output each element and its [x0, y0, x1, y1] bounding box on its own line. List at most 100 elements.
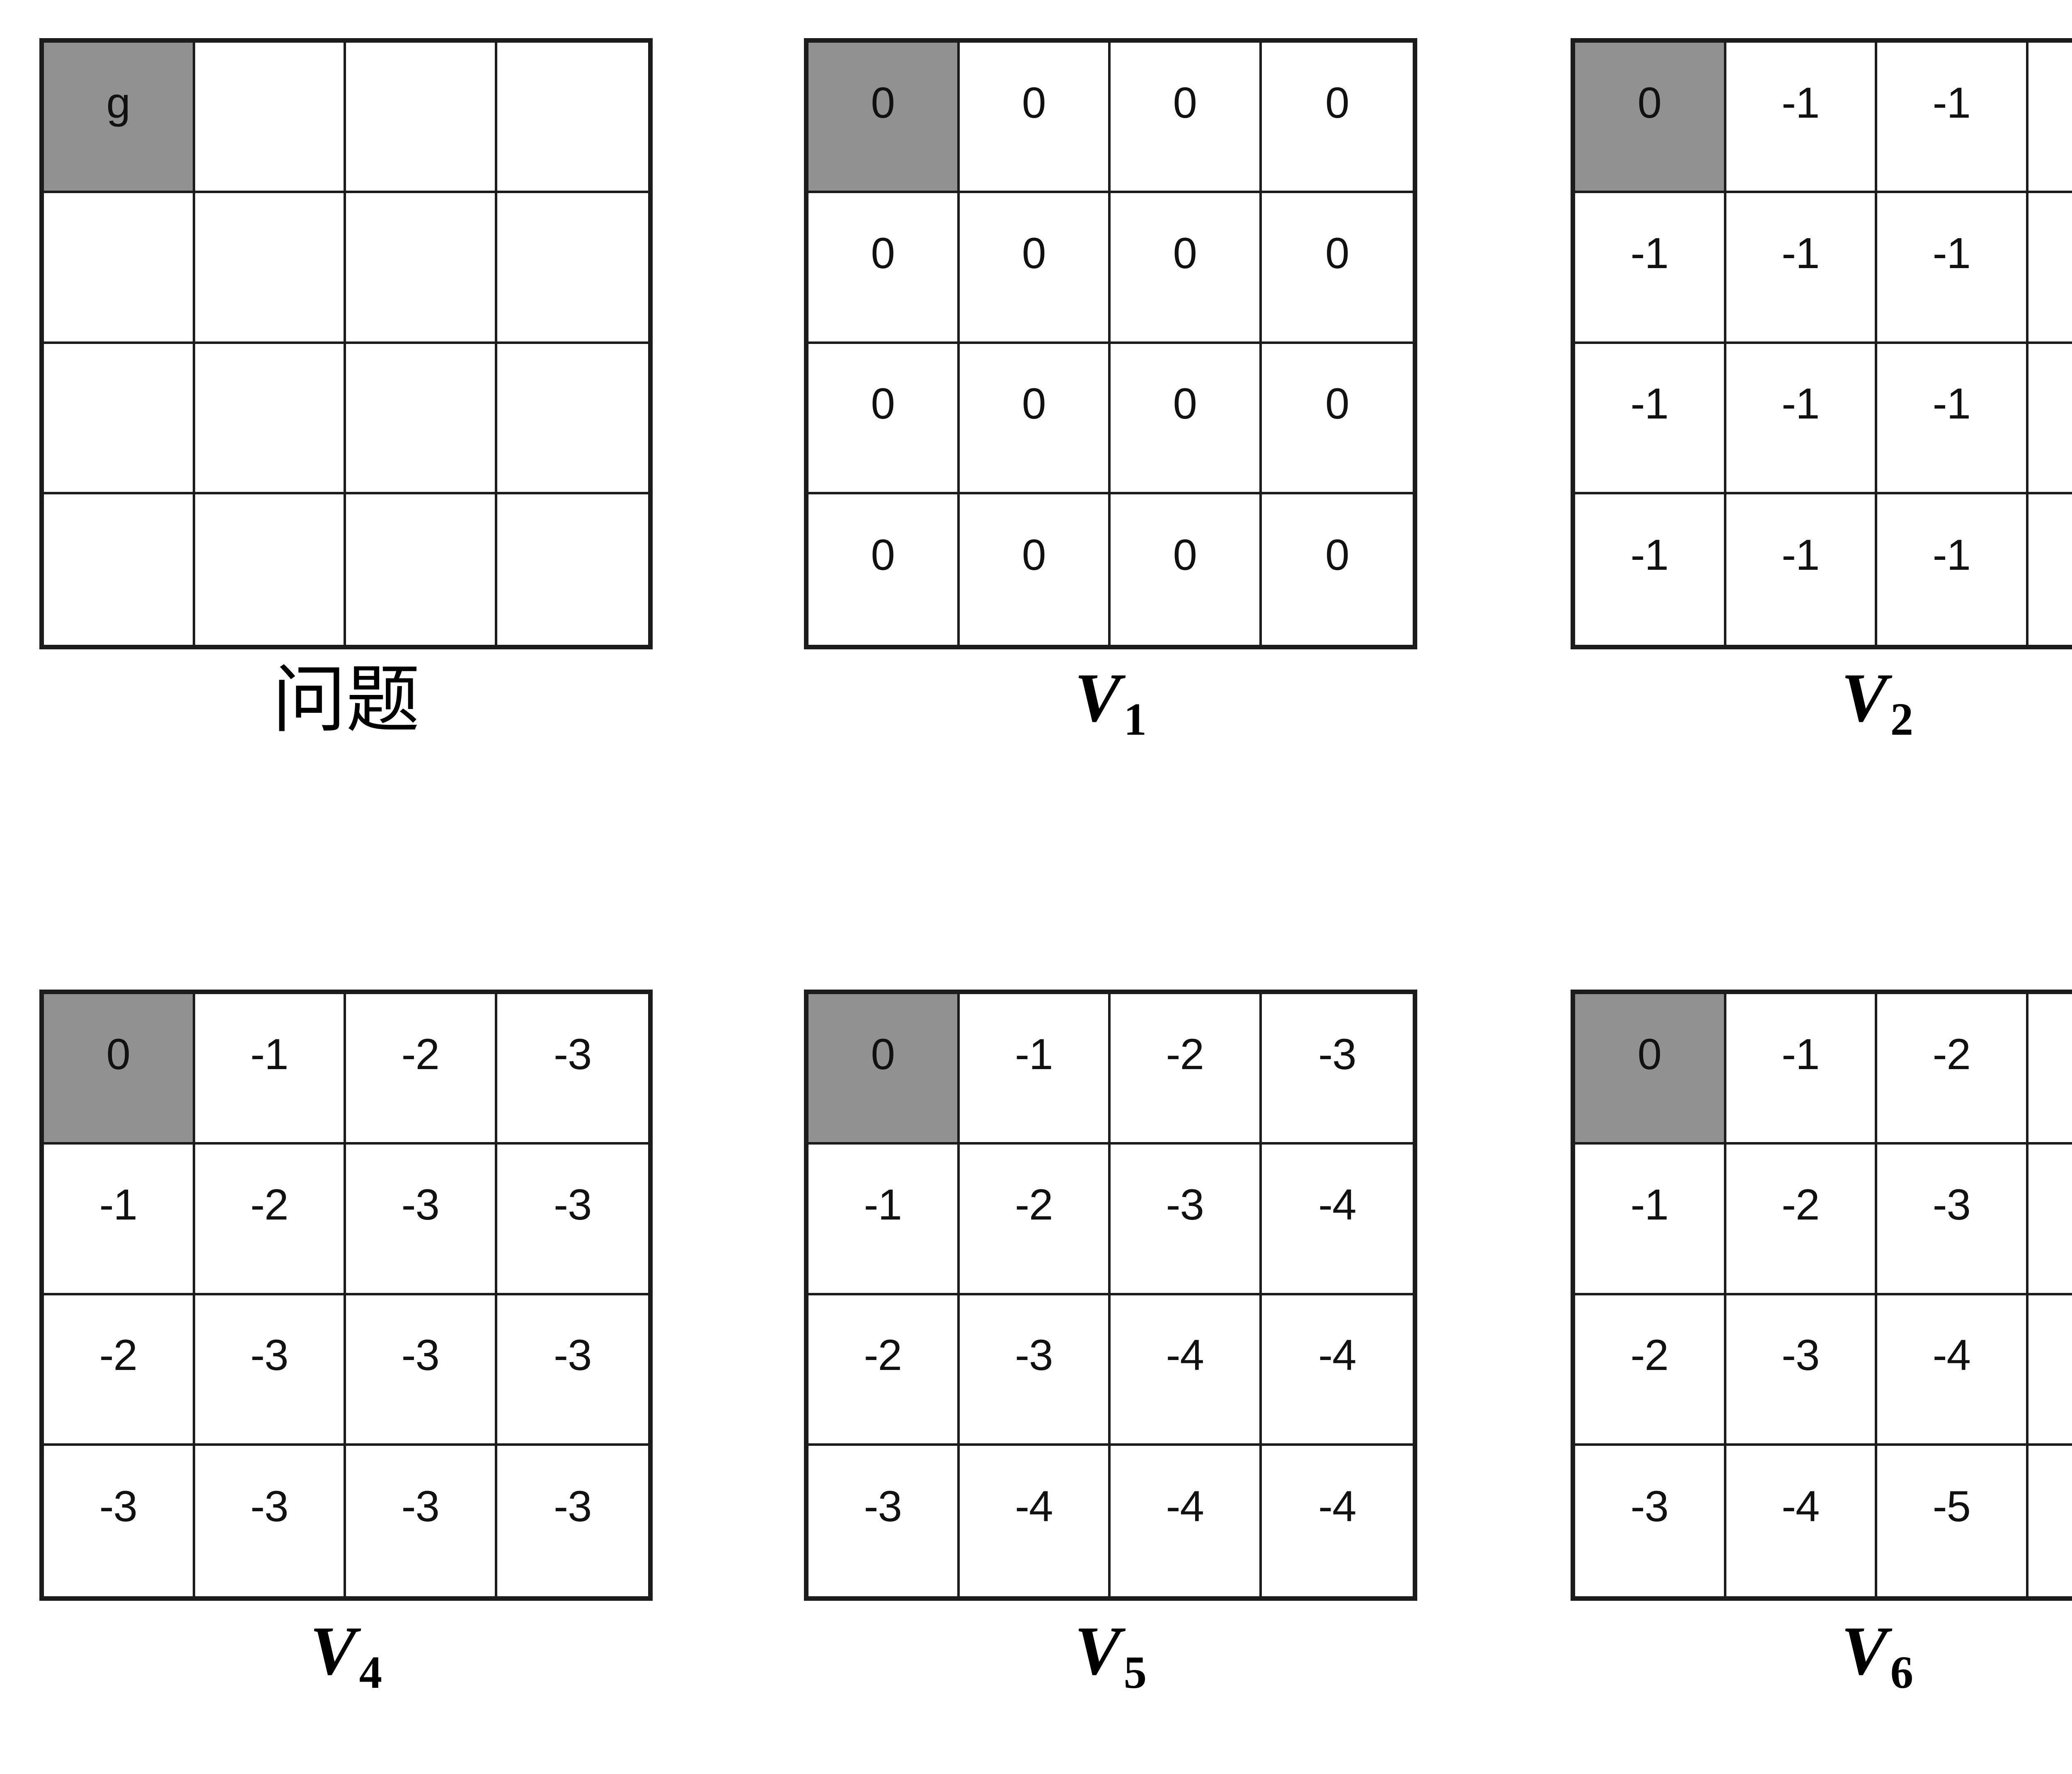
panel-label-base: V [1841, 659, 1888, 736]
grid-cell[interactable]: -4 [1111, 1445, 1262, 1596]
grid-cell[interactable]: -1 [195, 994, 346, 1145]
grid-cell[interactable]: 0 [808, 344, 960, 494]
grid-cell[interactable] [497, 43, 648, 194]
grid-cell[interactable]: -3 [1575, 1445, 1726, 1596]
cell-value: -3 [864, 1482, 902, 1531]
grid-cell[interactable]: -2 [195, 1145, 346, 1295]
grid-cell[interactable]: -4 [1111, 1295, 1262, 1446]
grid-cell[interactable]: -3 [497, 994, 648, 1145]
grid-cell[interactable]: -3 [1261, 994, 1413, 1145]
grid-cell[interactable]: -3 [1111, 1145, 1262, 1295]
grid-cell[interactable]: -4 [1261, 1445, 1413, 1596]
grid-cell[interactable]: 0 [1261, 494, 1413, 645]
grid-cell-highlighted[interactable]: 0 [44, 994, 195, 1145]
grid-cell[interactable]: -3 [346, 1445, 497, 1596]
grid-cell[interactable]: 0 [1111, 494, 1262, 645]
grid-cell[interactable]: -4 [959, 1445, 1111, 1596]
grid-cell[interactable] [346, 494, 497, 645]
cell-value: -2 [99, 1331, 138, 1380]
grid-cell-highlighted[interactable]: 0 [1575, 994, 1726, 1145]
grid-cell[interactable]: 0 [1111, 43, 1262, 194]
grid-cell[interactable]: -2 [1726, 1145, 1877, 1295]
grid-cell[interactable] [497, 344, 648, 494]
grid-cell[interactable]: -3 [497, 1445, 648, 1596]
grid-cell[interactable]: -3 [497, 1295, 648, 1446]
grid-cell[interactable]: -3 [346, 1295, 497, 1446]
grid-cell-highlighted[interactable]: 0 [1575, 43, 1726, 194]
grid-cell[interactable]: -1 [1877, 193, 2028, 344]
grid-cell[interactable]: 0 [1261, 43, 1413, 194]
grid-cell[interactable]: 0 [959, 344, 1111, 494]
grid-cell[interactable]: 0 [1261, 344, 1413, 494]
grid-cell[interactable]: 0 [959, 494, 1111, 645]
grid-cell[interactable]: -1 [1726, 344, 1877, 494]
grid-cell[interactable]: -3 [44, 1445, 195, 1596]
grid-cell[interactable]: -1 [1877, 43, 2028, 194]
grid-cell[interactable]: 0 [1111, 344, 1262, 494]
grid-cell[interactable]: -1 [1726, 494, 1877, 645]
grid-cell[interactable]: -1 [1575, 1145, 1726, 1295]
grid-cell-highlighted[interactable]: 0 [808, 994, 960, 1145]
grid-cell[interactable] [44, 344, 195, 494]
grid-cell[interactable]: -2 [1877, 994, 2028, 1145]
grid-cell[interactable]: -4 [1261, 1295, 1413, 1446]
grid-cell[interactable]: -2 [808, 1295, 960, 1446]
grid-cell[interactable]: -1 [1726, 193, 1877, 344]
grid-cell[interactable]: -2 [44, 1295, 195, 1446]
grid-cell-highlighted[interactable]: 0 [808, 43, 960, 194]
grid-cell[interactable]: -4 [2028, 1145, 2072, 1295]
grid-cell[interactable]: -1 [1726, 994, 1877, 1145]
grid-cell[interactable]: -1 [1877, 494, 2028, 645]
grid-cell[interactable] [44, 193, 195, 344]
grid-cell[interactable]: -5 [2028, 1295, 2072, 1446]
grid-cell[interactable] [195, 494, 346, 645]
grid-cell[interactable]: -3 [497, 1145, 648, 1295]
grid-cell[interactable] [195, 344, 346, 494]
grid-cell[interactable]: -5 [2028, 1445, 2072, 1596]
grid-cell[interactable] [195, 193, 346, 344]
grid-cell[interactable]: -4 [1877, 1295, 2028, 1446]
grid-cell[interactable]: -1 [1575, 494, 1726, 645]
grid-cell[interactable] [195, 43, 346, 194]
grid-cell[interactable]: 0 [808, 193, 960, 344]
cell-value: -3 [1630, 1482, 1669, 1531]
grid-cell[interactable]: 0 [808, 494, 960, 645]
grid-cell[interactable]: -3 [1877, 1145, 2028, 1295]
grid-cell[interactable]: -3 [346, 1145, 497, 1295]
grid-cell[interactable]: -2 [1575, 1295, 1726, 1446]
grid-cell[interactable]: -3 [195, 1445, 346, 1596]
grid-cell[interactable]: -3 [808, 1445, 960, 1596]
grid-cell[interactable]: -1 [1575, 344, 1726, 494]
grid-cell[interactable] [346, 193, 497, 344]
grid-cell[interactable]: -1 [1575, 193, 1726, 344]
grid-cell[interactable] [346, 43, 497, 194]
grid-cell[interactable]: -2 [1111, 994, 1262, 1145]
grid-cell[interactable]: -2 [346, 994, 497, 1145]
grid-cell[interactable]: 0 [959, 43, 1111, 194]
grid-cell[interactable]: -1 [2028, 494, 2072, 645]
grid-cell[interactable]: -3 [1726, 1295, 1877, 1446]
grid-cell[interactable]: 0 [959, 193, 1111, 344]
grid-cell[interactable]: -1 [44, 1145, 195, 1295]
grid-cell[interactable]: -5 [1877, 1445, 2028, 1596]
grid-cell[interactable]: -1 [959, 994, 1111, 1145]
grid-cell[interactable]: -3 [195, 1295, 346, 1446]
grid-cell[interactable]: 0 [1261, 193, 1413, 344]
grid-cell[interactable] [44, 494, 195, 645]
grid-cell[interactable] [346, 344, 497, 494]
grid-cell-highlighted[interactable]: g [44, 43, 195, 194]
grid-cell[interactable] [497, 494, 648, 645]
grid-cell[interactable]: -4 [1726, 1445, 1877, 1596]
grid-cell[interactable]: -3 [2028, 994, 2072, 1145]
grid-cell[interactable]: -2 [959, 1145, 1111, 1295]
grid-cell[interactable]: -3 [959, 1295, 1111, 1446]
grid-cell[interactable]: 0 [1111, 193, 1262, 344]
grid-cell[interactable]: -1 [2028, 344, 2072, 494]
grid-cell[interactable]: -1 [2028, 193, 2072, 344]
grid-cell[interactable]: -1 [1726, 43, 1877, 194]
grid-cell[interactable]: -1 [808, 1145, 960, 1295]
grid-cell[interactable]: -1 [2028, 43, 2072, 194]
grid-cell[interactable] [497, 193, 648, 344]
grid-cell[interactable]: -4 [1261, 1145, 1413, 1295]
grid-cell[interactable]: -1 [1877, 344, 2028, 494]
